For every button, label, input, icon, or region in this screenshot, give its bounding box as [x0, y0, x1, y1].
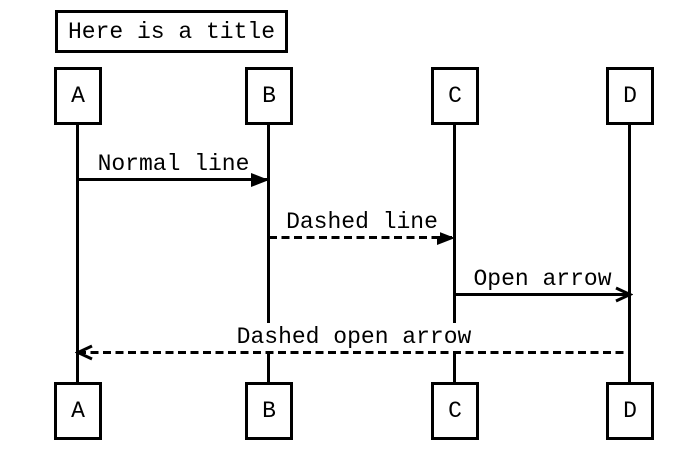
diagram-title-box: Here is a title — [55, 10, 288, 53]
lifeline-d — [628, 125, 631, 382]
actor-box-d-top: D — [606, 67, 654, 125]
message-line-normal — [78, 178, 269, 181]
message-label-open-arrow: Open arrow — [471, 265, 614, 293]
actor-box-a-bottom: A — [54, 382, 102, 440]
lifeline-a — [76, 125, 79, 382]
open-arrowhead-icon — [75, 344, 93, 361]
actor-box-b-top: B — [245, 67, 293, 125]
actor-box-a-top: A — [54, 67, 102, 125]
actor-box-c-bottom: C — [431, 382, 479, 440]
message-label-dashed-open-arrow: Dashed open arrow — [234, 323, 474, 351]
actor-box-c-top: C — [431, 67, 479, 125]
lifeline-c — [453, 125, 456, 382]
lifeline-b — [267, 125, 270, 382]
open-arrowhead-icon — [615, 286, 633, 303]
actor-box-d-bottom: D — [606, 382, 654, 440]
actor-box-b-bottom: B — [245, 382, 293, 440]
filled-arrowhead-icon — [437, 231, 455, 245]
message-line-dashed-open-arrow — [78, 351, 630, 354]
message-label-normal-line: Normal line — [95, 150, 252, 178]
message-line-dashed — [269, 236, 455, 239]
diagram-title: Here is a title — [67, 18, 276, 45]
message-label-dashed-line: Dashed line — [284, 208, 440, 236]
filled-arrowhead-icon — [251, 173, 269, 187]
message-line-open-arrow — [455, 293, 630, 296]
